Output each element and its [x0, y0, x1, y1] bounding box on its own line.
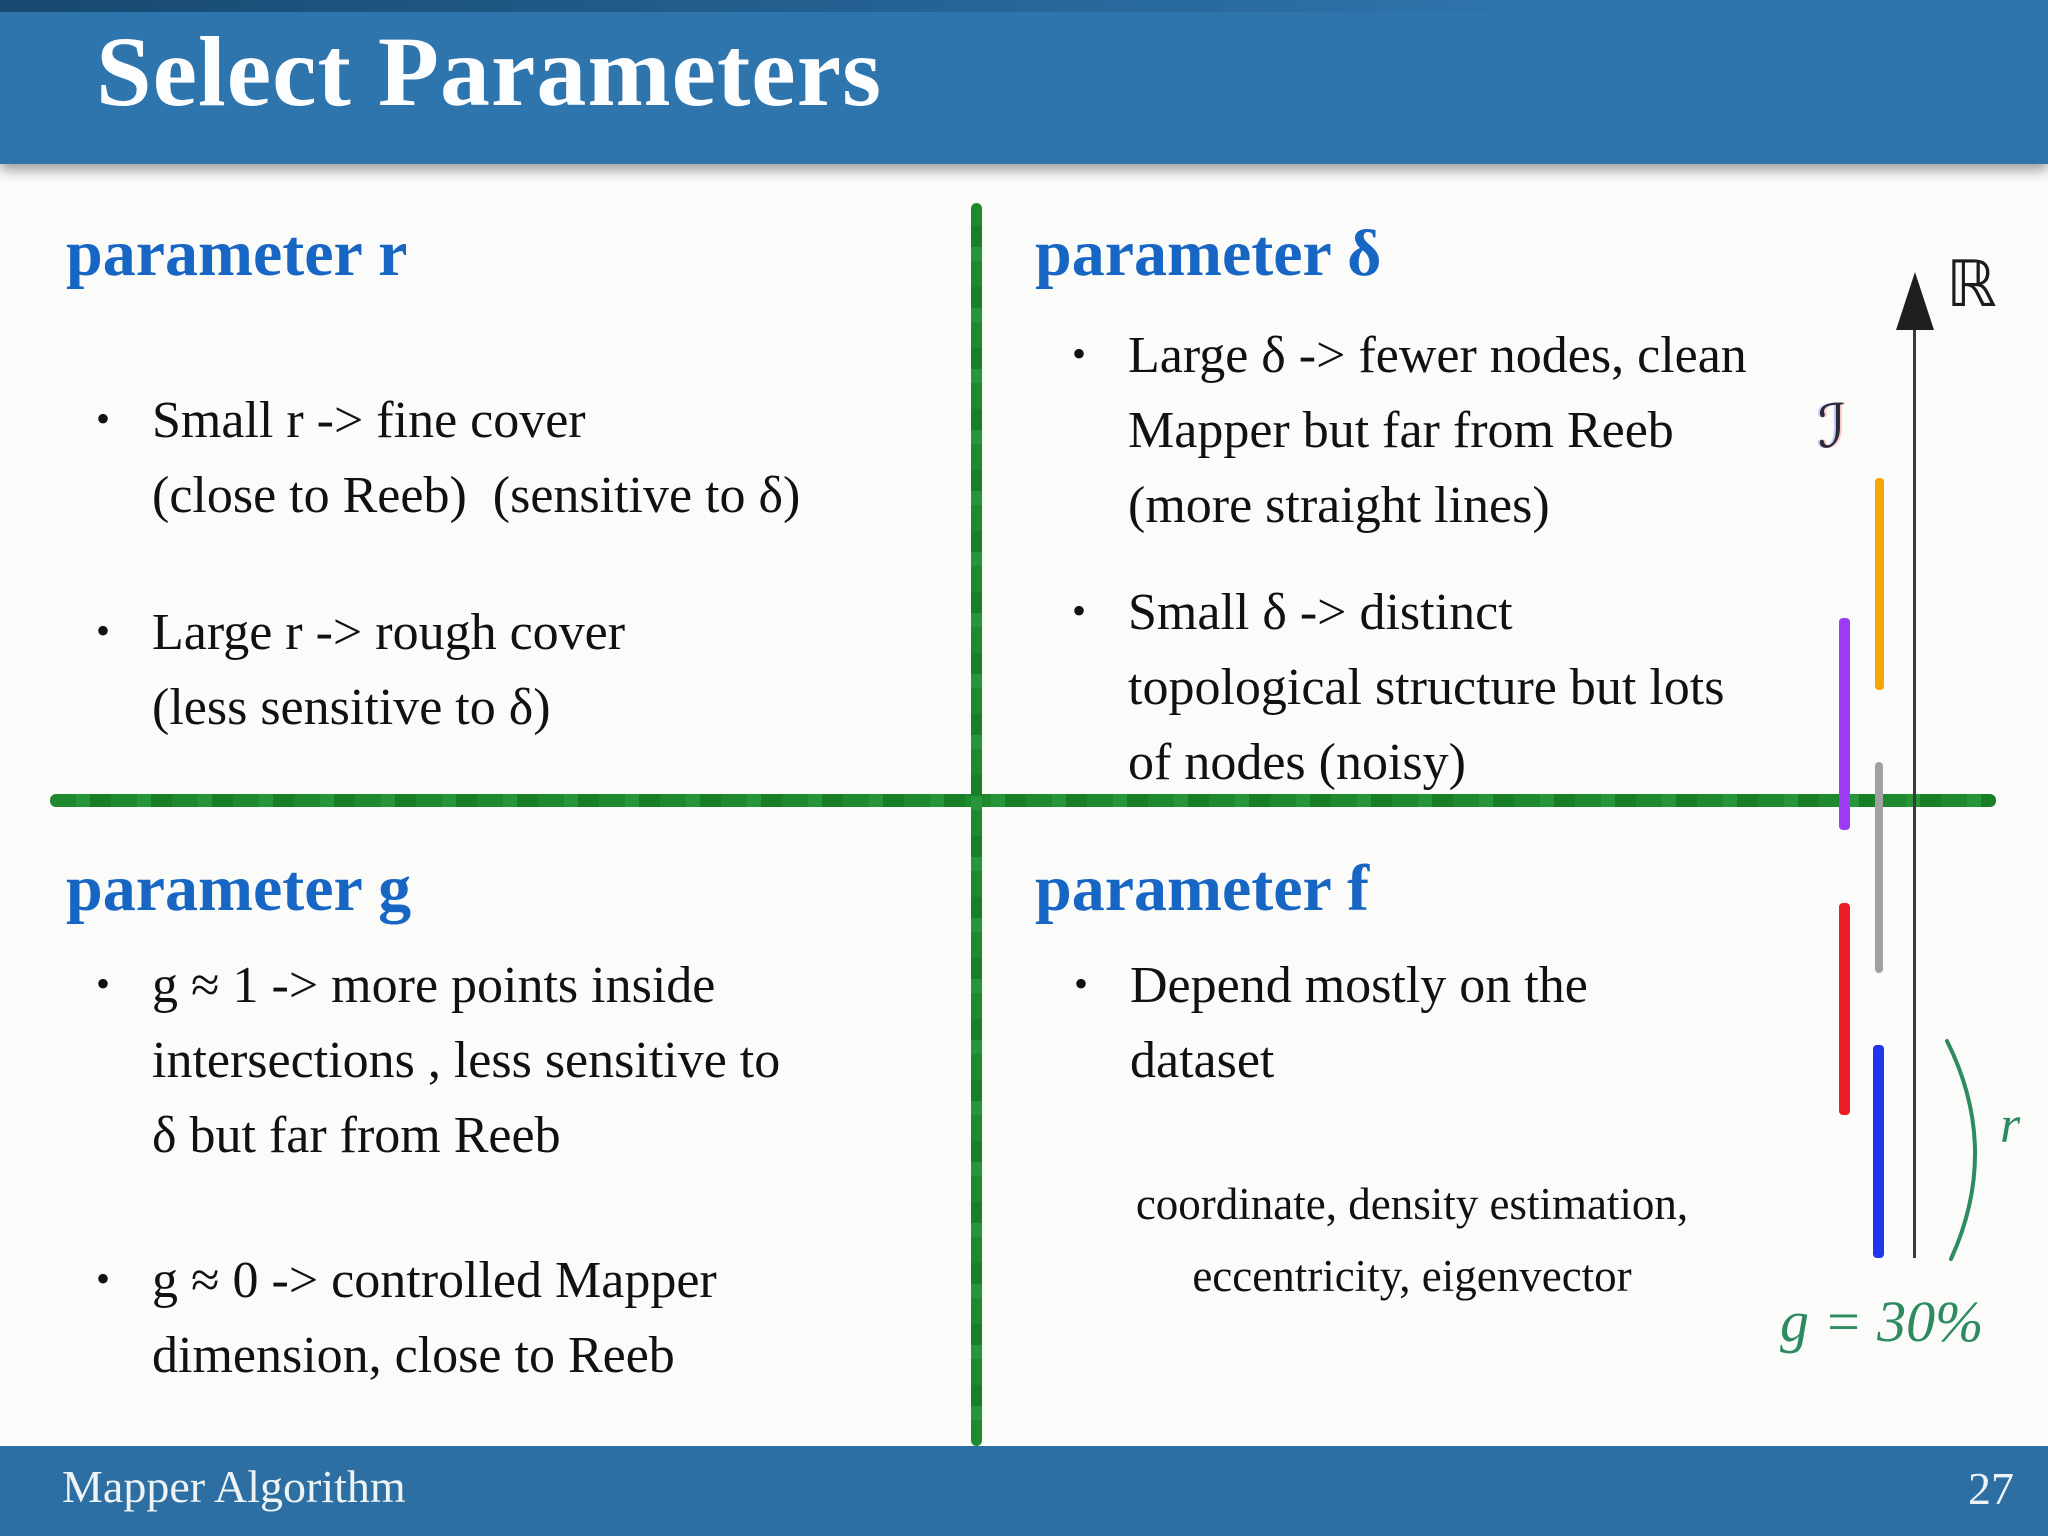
heading-parameter-f: parameter f [1035, 852, 1370, 925]
bullet-item: • g ≈ 0 -> controlled Mapper dimension, … [96, 1243, 717, 1393]
bullet-line: (less sensitive to δ) [152, 679, 551, 736]
interval-cover-label: ℐ [1818, 392, 1847, 462]
bullet-line: (more straight lines) [1128, 477, 1550, 534]
interval-bar-red [1839, 903, 1850, 1115]
bullet-line: g ≈ 1 -> more points inside [152, 957, 716, 1014]
radius-brace-arc [1945, 1039, 1977, 1261]
bullet-icon: • [1072, 588, 1087, 633]
bullet-icon: • [96, 961, 111, 1006]
interval-bar-orange [1875, 478, 1884, 690]
bullet-item: • Depend mostly on the dataset [1074, 948, 1588, 1098]
bullet-line: Large δ -> fewer nodes, clean [1128, 327, 1747, 384]
real-numbers-label: ℝ [1946, 248, 1997, 322]
footer-band: Mapper Algorithm 27 [0, 1446, 2048, 1536]
bullet-line: g ≈ 0 -> controlled Mapper [152, 1252, 717, 1309]
header-band: Select Parameters [0, 0, 2048, 164]
axis-arrowhead-icon [1896, 272, 1934, 330]
bullet-line: Small δ -> distinct [1128, 584, 1513, 641]
bullet-line: of nodes (noisy) [1128, 734, 1466, 791]
vertical-divider-line [971, 203, 982, 1446]
radius-label: r [2000, 1097, 2021, 1154]
bullet-item: • Small r -> fine cover (close to Reeb) … [96, 383, 801, 533]
bullet-line: Mapper but far from Reeb [1128, 402, 1674, 459]
bullet-line: (close to Reeb) (sensitive to δ) [152, 467, 801, 524]
bullet-item: • g ≈ 1 -> more points inside intersecti… [96, 948, 781, 1173]
heading-parameter-delta: parameter δ [1035, 217, 1382, 290]
bullet-line: dimension, close to Reeb [152, 1327, 675, 1384]
page-number: 27 [1968, 1463, 2014, 1514]
interval-bar-blue [1873, 1045, 1884, 1258]
bullet-icon: • [96, 1256, 111, 1301]
bullet-icon: • [1072, 331, 1087, 376]
bullet-item: • Large δ -> fewer nodes, clean Mapper b… [1072, 318, 1747, 543]
gain-label: g = 30% [1780, 1289, 1984, 1354]
bullet-item: • Small δ -> distinct topological struct… [1072, 575, 1725, 800]
footer-title: Mapper Algorithm [62, 1461, 406, 1512]
bullet-icon: • [96, 396, 111, 441]
heading-parameter-g: parameter g [66, 852, 412, 925]
bullet-line: topological structure but lots [1128, 659, 1725, 716]
bullet-item: • Large r -> rough cover (less sensitive… [96, 595, 626, 745]
bullet-icon: • [96, 608, 111, 653]
bullet-line: δ but far from Reeb [152, 1107, 561, 1164]
bullet-icon: • [1074, 961, 1089, 1006]
interval-bar-gray [1875, 762, 1883, 973]
bullet-line: Small r -> fine cover [152, 392, 586, 449]
slide-title: Select Parameters [96, 16, 882, 127]
filter-function-examples: coordinate, density estimation, eccentri… [1022, 1168, 1802, 1312]
note-line: coordinate, density estimation, [1135, 1179, 1689, 1229]
real-line-axis [1913, 326, 1916, 1258]
bullet-line: dataset [1130, 1032, 1275, 1089]
bullet-line: Depend mostly on the [1130, 957, 1588, 1014]
horizontal-divider-line [50, 794, 1996, 807]
note-line: eccentricity, eigenvector [1192, 1251, 1632, 1301]
heading-parameter-r: parameter r [66, 217, 408, 290]
interval-bar-purple [1839, 618, 1850, 830]
bullet-line: Large r -> rough cover [152, 604, 626, 661]
bullet-line: intersections , less sensitive to [152, 1032, 781, 1089]
